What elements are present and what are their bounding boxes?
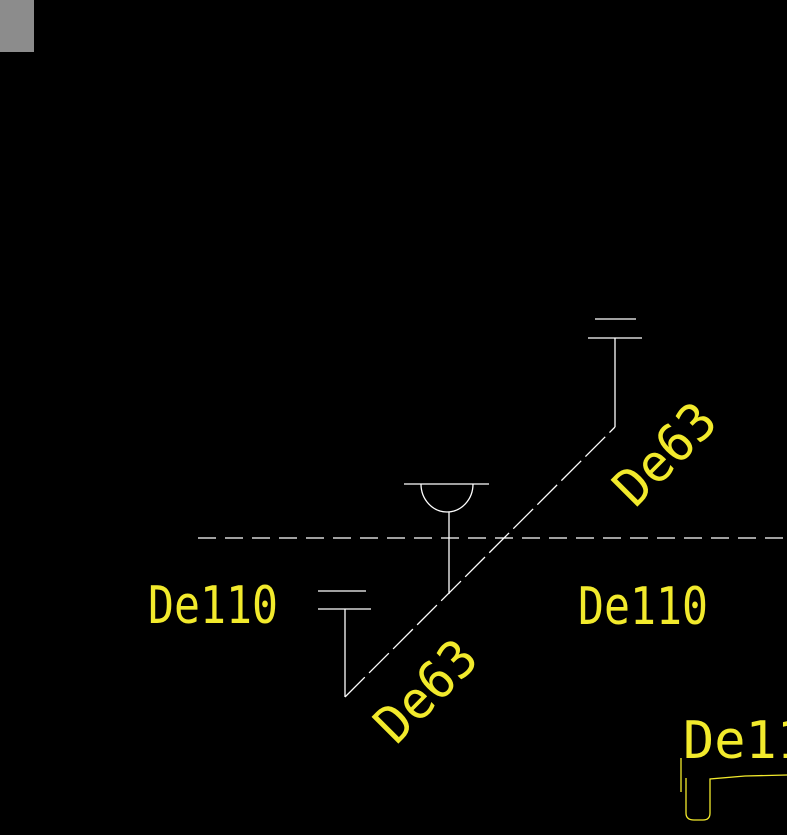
label-bottom-right-partial: De11 [683,711,787,771]
bottom-right-fitting [680,758,787,821]
label-main-right: De110 [578,577,708,637]
diagonal-branch-pipe [344,426,616,698]
cleanout-riser-lower [318,590,371,697]
vent-riser-upper [588,318,642,427]
viewport-control-square[interactable] [0,0,34,52]
label-branch-lower: De63 [363,628,490,755]
label-branch-upper: De63 [602,391,729,518]
label-main-left: De110 [148,576,278,636]
floor-drain-trap [404,483,489,594]
